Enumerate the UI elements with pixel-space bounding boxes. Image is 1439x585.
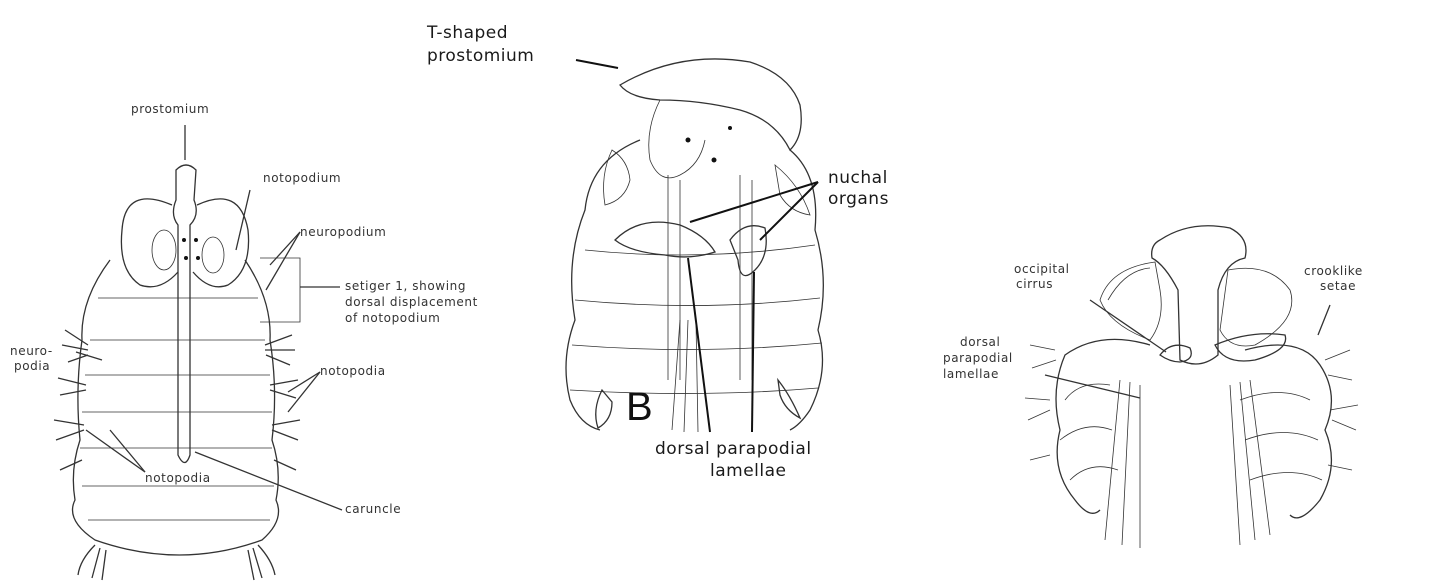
dorsal-parapodial-label-line-2: parapodial bbox=[943, 352, 1013, 366]
occipital-label-line-2: cirrus bbox=[1016, 278, 1053, 292]
crooklike-label-line-2: setae bbox=[1320, 280, 1356, 294]
occipital-label-line-1: occipital bbox=[1014, 263, 1070, 277]
dorsal-parapodial-label-line-3: lamellae bbox=[943, 368, 999, 382]
crooklike-label-line-1: crooklike bbox=[1304, 265, 1363, 279]
dorsal-parapodial-label-line-1: dorsal bbox=[960, 336, 1000, 350]
